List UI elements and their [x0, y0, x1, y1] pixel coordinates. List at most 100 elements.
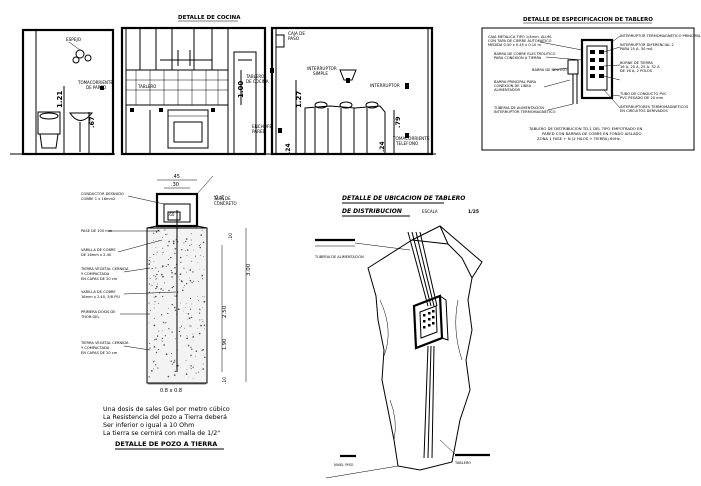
- svg-text:SIMPLE: SIMPLE: [313, 71, 328, 76]
- soil-dot: [164, 229, 166, 231]
- soil-dot: [161, 340, 163, 342]
- soil-dot: [162, 295, 164, 298]
- soil-dot: [200, 324, 202, 327]
- soil-dot: [200, 244, 201, 245]
- soil-dot: [173, 295, 175, 297]
- soil-dot: [171, 303, 174, 306]
- soil-dot: [150, 370, 153, 372]
- soil-dot: [150, 261, 151, 263]
- svg-text:.67: .67: [88, 116, 96, 128]
- soil-dot: [165, 233, 167, 236]
- svg-text:TELEFONO: TELEFONO: [395, 141, 419, 146]
- soil-dot: [185, 359, 187, 361]
- soil-dot: [172, 240, 175, 243]
- soil-dot: [190, 365, 192, 367]
- soil-dot: [183, 285, 185, 287]
- soil-dot: [171, 286, 173, 289]
- soil-dot: [188, 376, 189, 378]
- soil-dot: [188, 325, 190, 327]
- soil-dot: [186, 368, 188, 370]
- soil-dot: [192, 336, 195, 338]
- soil-dot: [170, 360, 172, 362]
- soil-dot: [195, 356, 196, 357]
- svg-text:DE PARED: DE PARED: [86, 85, 106, 90]
- soil-dot: [168, 258, 170, 260]
- soil-dot: [203, 296, 205, 298]
- soil-dot: [173, 360, 176, 362]
- soil-dot: [148, 259, 150, 262]
- svg-text:.30: .30: [171, 182, 179, 188]
- soil-dot: [187, 313, 190, 315]
- kitchen-elevations: DETALLE DE COCINA ESPEJO TOMACORRIENTE D…: [10, 15, 436, 156]
- soil-dot: [202, 320, 204, 322]
- soil-dot: [198, 312, 201, 314]
- svg-text:.45: .45: [172, 174, 180, 180]
- soil-dot: [174, 266, 176, 269]
- soil-dot: [168, 289, 170, 292]
- soil-dot: [192, 378, 194, 380]
- svg-text:BARRA DE COBRE ELECTROLITICO: BARRA DE COBRE ELECTROLITICO: [494, 52, 556, 56]
- kitchen-elevation: TABLERO 1.00 TABLERO DE COCINA: [120, 26, 274, 156]
- soil-dot: [161, 330, 163, 332]
- scale-value: 1/25: [468, 209, 479, 215]
- soil-dot: [189, 279, 192, 282]
- soil-dot: [161, 288, 162, 289]
- soil-dot: [203, 356, 206, 359]
- caja-de-paso-label: CAJA DE: [288, 31, 305, 36]
- espejo-label: ESPEJO: [66, 37, 82, 42]
- soil-dot: [199, 309, 201, 311]
- soil-dot: [162, 254, 163, 256]
- soil-dot: [180, 366, 182, 368]
- soil-dot: [148, 322, 150, 324]
- soil-dot: [153, 303, 155, 305]
- svg-text:16 A, 20 A, 25 A, 32 A: 16 A, 20 A, 25 A, 32 A: [620, 65, 660, 69]
- soil-dot: [190, 239, 192, 241]
- soil-dot: [162, 289, 164, 291]
- soil-dot: [179, 335, 182, 337]
- soil-dot: [154, 278, 156, 280]
- breaker-grid: [423, 310, 435, 329]
- soil-dot: [154, 339, 155, 341]
- soil-dot: [151, 284, 153, 286]
- svg-text:PARED: PARED: [252, 129, 266, 134]
- soil-dot: [201, 349, 203, 351]
- outlet-symbol: [100, 86, 104, 90]
- soil-dot: [154, 360, 156, 362]
- soil-dot: [155, 278, 157, 280]
- soil-dot: [197, 327, 198, 329]
- bathroom-elevation: ESPEJO TOMACORRIENTE DE PARED 1.21 .67: [10, 28, 115, 156]
- soil-dot: [158, 302, 160, 304]
- soil-dot: [161, 274, 163, 276]
- soil-dot: [193, 249, 195, 251]
- soil-dot: [153, 346, 156, 348]
- svg-text:TIERRA VEGETAL CERNIDA: TIERRA VEGETAL CERNIDA: [80, 341, 129, 345]
- soil-dot: [152, 361, 155, 363]
- soil-dot: [184, 327, 186, 329]
- soil-dot: [198, 269, 200, 271]
- soil-dot: [195, 372, 197, 374]
- soil-dot: [189, 269, 192, 271]
- soil-dot: [155, 351, 158, 354]
- soil-dot: [156, 273, 158, 276]
- soil-dot: [155, 276, 157, 278]
- soil-dot: [185, 373, 188, 375]
- base-dim: 0.8 x 0.8: [160, 388, 182, 394]
- svg-text:CONEXION DE LINEA: CONEXION DE LINEA: [494, 84, 532, 88]
- soil-dot: [162, 237, 164, 239]
- ground-well-title: DETALLE DE POZO A TIERRA: [115, 440, 217, 448]
- soil-dot: [181, 249, 183, 251]
- soil-dot: [187, 318, 188, 320]
- soil-dot: [157, 270, 159, 272]
- soil-dot: [189, 277, 190, 279]
- soil-dot: [191, 260, 193, 262]
- svg-text:ALIMENTADOR: ALIMENTADOR: [494, 88, 521, 92]
- dining-elevation: CAJA DE PASO INTERRUPTOR SIMPLE INTERRUP…: [232, 26, 436, 156]
- soil-dot: [200, 254, 202, 256]
- soil-dot: [156, 283, 158, 285]
- svg-text:1.27: 1.27: [295, 91, 303, 108]
- soil-dot: [161, 337, 164, 340]
- soil-dot: [180, 273, 182, 275]
- svg-text:DE COCINA: DE COCINA: [246, 79, 269, 84]
- tomacorriente-label: TOMACORRIENTE: [77, 80, 113, 85]
